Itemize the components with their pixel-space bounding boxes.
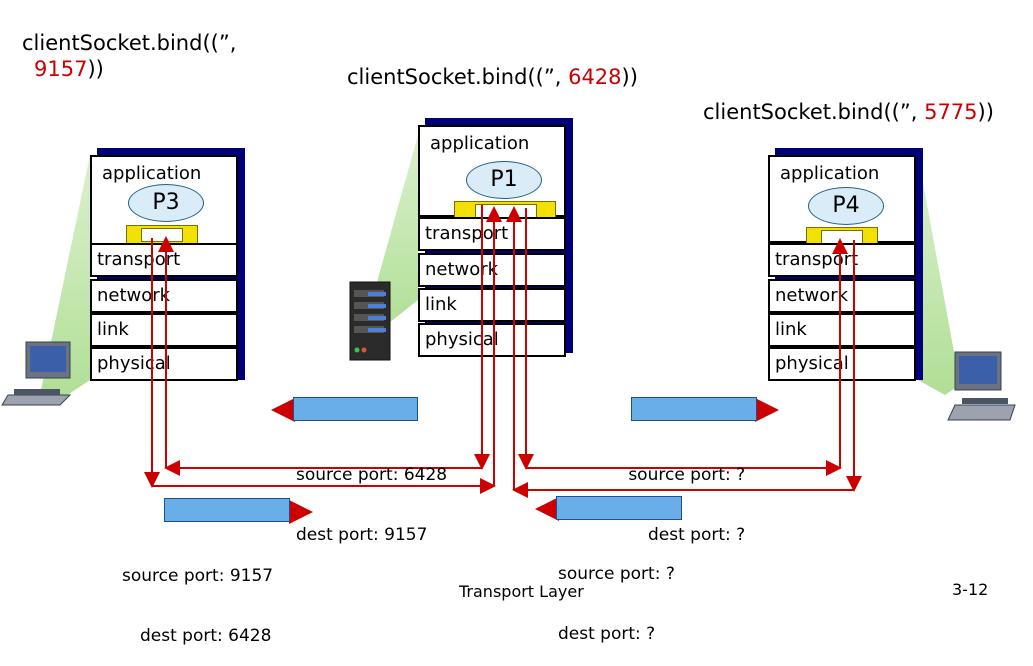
right-physical-layer: physical: [768, 347, 916, 381]
laptop-icon-left: [1, 341, 72, 406]
right-process-label: P4: [832, 193, 860, 218]
segment-server-to-p4-labels: source port: ? dest port: ?: [626, 425, 745, 565]
segment-p3-to-server-labels: source port: 9157 dest port: 6428: [122, 526, 273, 666]
right-application-label: application: [780, 163, 880, 184]
left-link-layer: link: [90, 313, 238, 347]
left-bind-port: 9157: [34, 57, 88, 81]
server-link-layer: link: [418, 288, 566, 322]
slide-page-number: 3-12: [952, 580, 989, 599]
server-cone: [372, 135, 418, 330]
left-bind-code: clientSocket.bind((”,: [22, 30, 236, 56]
slide-footer-title: Transport Layer: [459, 582, 584, 601]
server-icon: [349, 281, 391, 361]
server-physical-layer: physical: [418, 323, 566, 357]
server-bind-suffix: )): [621, 65, 638, 89]
right-link-layer: link: [768, 313, 916, 347]
segment4-dest-port: dest port: ?: [558, 624, 656, 644]
laptop-icon-right: [947, 351, 1016, 421]
server-process-p1: P1: [466, 161, 542, 199]
right-bind-prefix: clientSocket.bind((”,: [703, 100, 925, 124]
left-cone: [40, 155, 90, 400]
segment1-dest-port: dest port: 9157: [296, 525, 428, 545]
right-bind-port: 5775: [924, 100, 978, 124]
left-bind-code-line2: 9157)): [34, 56, 104, 82]
right-cone: [918, 155, 960, 395]
right-socket: [806, 227, 878, 247]
right-bind-code: clientSocket.bind((”, 5775)): [703, 99, 994, 125]
left-bind-suffix: )): [87, 57, 104, 81]
segment-server-to-p3: [293, 397, 418, 421]
segment3-source-port: source port: 9157: [122, 566, 274, 586]
segment3-dest-port: dest port: 6428: [140, 626, 272, 646]
segment-p4-to-server: [556, 496, 682, 520]
segment4-source-port: source port: ?: [558, 564, 675, 584]
server-network-layer: network: [418, 253, 566, 287]
left-application-label: application: [102, 163, 202, 184]
right-bind-suffix: )): [977, 100, 994, 124]
right-process-p4: P4: [808, 187, 884, 225]
server-bind-prefix: clientSocket.bind((”,: [347, 65, 569, 89]
segment2-source-port: source port: ?: [628, 465, 746, 485]
server-process-label: P1: [490, 167, 518, 192]
server-application-label: application: [430, 133, 530, 154]
routing-arrows: [144, 205, 862, 524]
left-process-p3: P3: [128, 184, 204, 222]
server-bind-port: 6428: [568, 65, 622, 89]
segment-p3-to-server: [164, 498, 290, 522]
server-transport-layer: transport: [418, 217, 566, 251]
background-graphics: [1, 135, 1016, 421]
left-process-label: P3: [152, 190, 180, 215]
left-bind-prefix: clientSocket.bind((”,: [22, 31, 237, 55]
segment2-dest-port: dest port: ?: [648, 525, 746, 545]
segment-server-to-p3-labels: source port: 6428 dest port: 9157: [296, 425, 447, 565]
segment1-source-port: source port: 6428: [296, 465, 448, 485]
segment-server-to-p4: [631, 397, 757, 421]
right-network-layer: network: [768, 279, 916, 313]
server-bind-code: clientSocket.bind((”, 6428)): [347, 64, 638, 90]
